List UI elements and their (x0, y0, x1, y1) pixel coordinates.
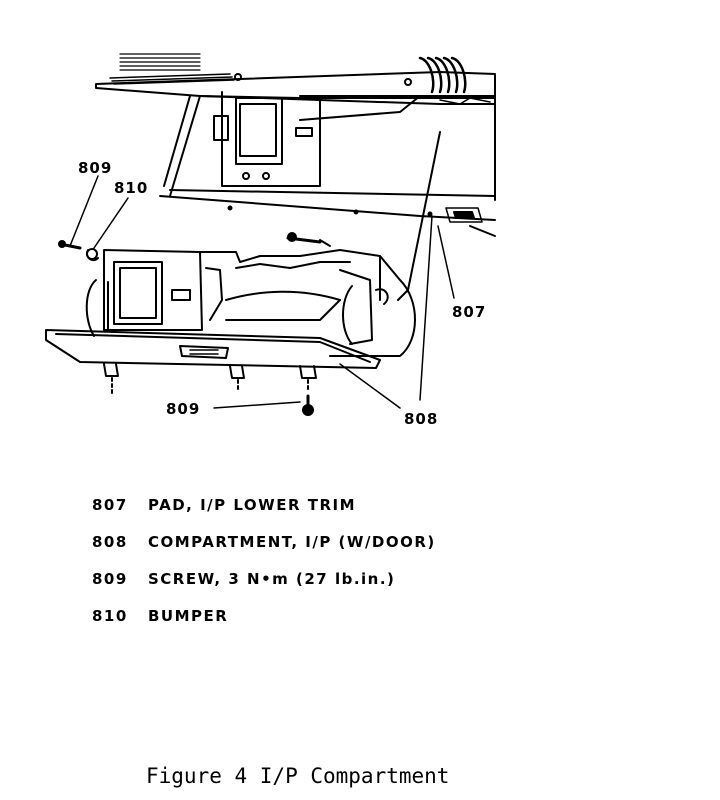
legend-number: 810 (92, 607, 128, 625)
callout-810: 810 (114, 179, 148, 197)
leader-lines (69, 175, 455, 409)
callout-809-top: 809 (78, 159, 112, 177)
exploded-view-diagram: 809 810 807 809 808 (45, 53, 496, 428)
legend-description: SCREW, 3 N•m (27 lb.in.) (148, 570, 396, 588)
compartment-door (45, 329, 381, 395)
legend-item-810: 810 BUMPER (92, 607, 652, 644)
parts-legend: 807 PAD, I/P LOWER TRIM 808 COMPARTMENT,… (92, 496, 652, 644)
legend-number: 809 (92, 570, 128, 588)
legend-item-808: 808 COMPARTMENT, I/P (W/DOOR) (92, 533, 652, 570)
legend-description: PAD, I/P LOWER TRIM (148, 496, 357, 514)
screw-bottom (302, 394, 314, 416)
upper-bracket (163, 91, 321, 197)
callout-809-bottom: 809 (166, 400, 200, 418)
callout-808: 808 (404, 410, 438, 428)
legend-description: COMPARTMENT, I/P (W/DOOR) (148, 533, 436, 551)
legend-description: BUMPER (148, 607, 229, 625)
legend-item-807: 807 PAD, I/P LOWER TRIM (92, 496, 652, 533)
dash-panel-upper (95, 53, 496, 201)
screw-top (58, 232, 331, 262)
lower-trim-pad (159, 131, 496, 301)
callout-807: 807 (452, 303, 486, 321)
legend-item-809: 809 SCREW, 3 N•m (27 lb.in.) (92, 570, 652, 607)
figure-caption: Figure 4 I/P Compartment (146, 764, 450, 788)
legend-number: 807 (92, 496, 128, 514)
legend-number: 808 (92, 533, 128, 551)
